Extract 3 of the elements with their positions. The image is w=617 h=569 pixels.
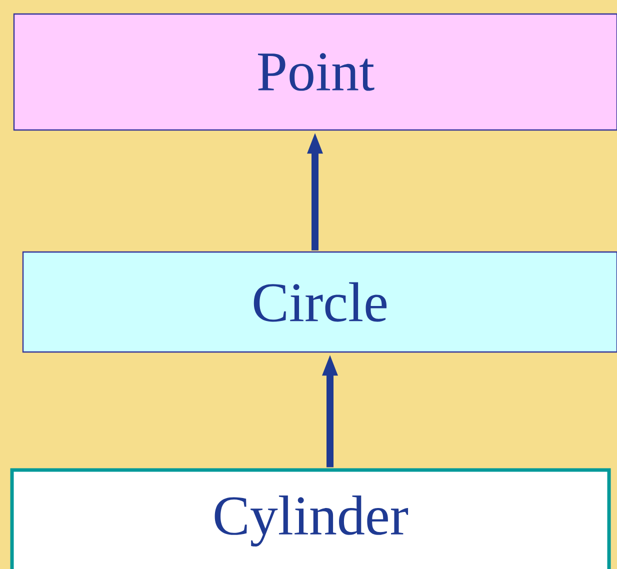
class-box: Point [13,13,617,131]
class-box: Circle [22,251,617,353]
class-box: Cylinder [10,468,611,569]
